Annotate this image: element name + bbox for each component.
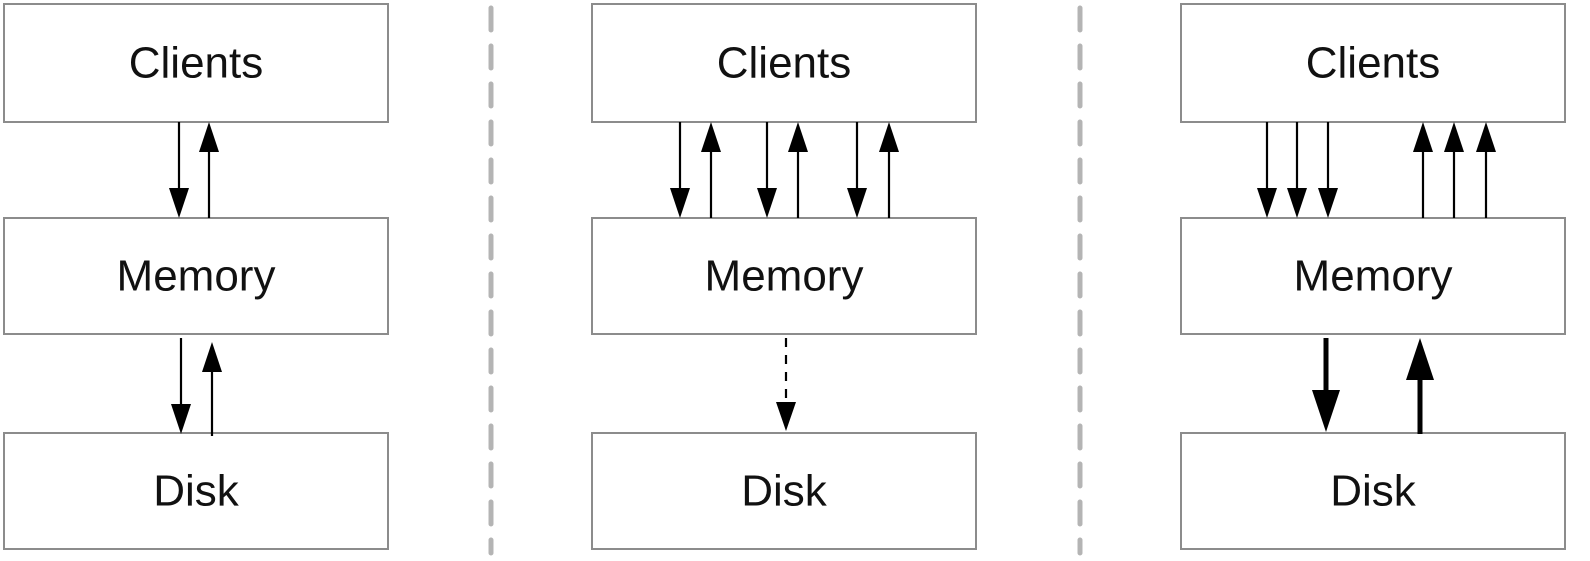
arrow-up xyxy=(1413,122,1433,218)
arrow-up xyxy=(202,342,222,436)
disk-box-label: Disk xyxy=(1330,467,1417,516)
arrow-up xyxy=(1444,122,1464,218)
memory-box-label: Memory xyxy=(1294,252,1453,301)
arrow-down xyxy=(169,122,189,218)
arrow-up xyxy=(701,122,721,218)
thick-arrow-up xyxy=(1406,338,1434,434)
arrow-up xyxy=(788,122,808,218)
memory-box-label: Memory xyxy=(705,252,864,301)
clients-box-label: Clients xyxy=(1306,39,1441,88)
memory-box-label: Memory xyxy=(117,252,276,301)
panel-1: Clients Memory Disk xyxy=(3,3,389,550)
clients-box: Clients xyxy=(1180,3,1566,123)
memory-box: Memory xyxy=(3,217,389,335)
arrow-down xyxy=(1287,122,1307,218)
panel-2: Clients Memory Disk xyxy=(591,3,977,550)
clients-box: Clients xyxy=(3,3,389,123)
clients-box: Clients xyxy=(591,3,977,123)
arrow-up xyxy=(199,122,219,218)
arrow-up xyxy=(1476,122,1496,218)
clients-box-label: Clients xyxy=(129,39,264,88)
arrow-down xyxy=(757,122,777,218)
clients-box-label: Clients xyxy=(717,39,852,88)
disk-box: Disk xyxy=(1180,432,1566,550)
thick-arrow-down xyxy=(1312,338,1340,432)
arrow-down xyxy=(670,122,690,218)
arrow-up xyxy=(879,122,899,218)
arrow-down xyxy=(847,122,867,218)
memory-box: Memory xyxy=(1180,217,1566,335)
disk-box-label: Disk xyxy=(741,467,828,516)
disk-box: Disk xyxy=(3,432,389,550)
arrow-down xyxy=(1318,122,1338,218)
disk-box-label: Disk xyxy=(153,467,240,516)
arrow-down xyxy=(171,338,191,434)
dashed-arrow-down xyxy=(776,338,796,431)
panel-3: Clients Memory Disk xyxy=(1180,3,1566,550)
memory-box: Memory xyxy=(591,217,977,335)
disk-box: Disk xyxy=(591,432,977,550)
arrow-down xyxy=(1257,122,1277,218)
